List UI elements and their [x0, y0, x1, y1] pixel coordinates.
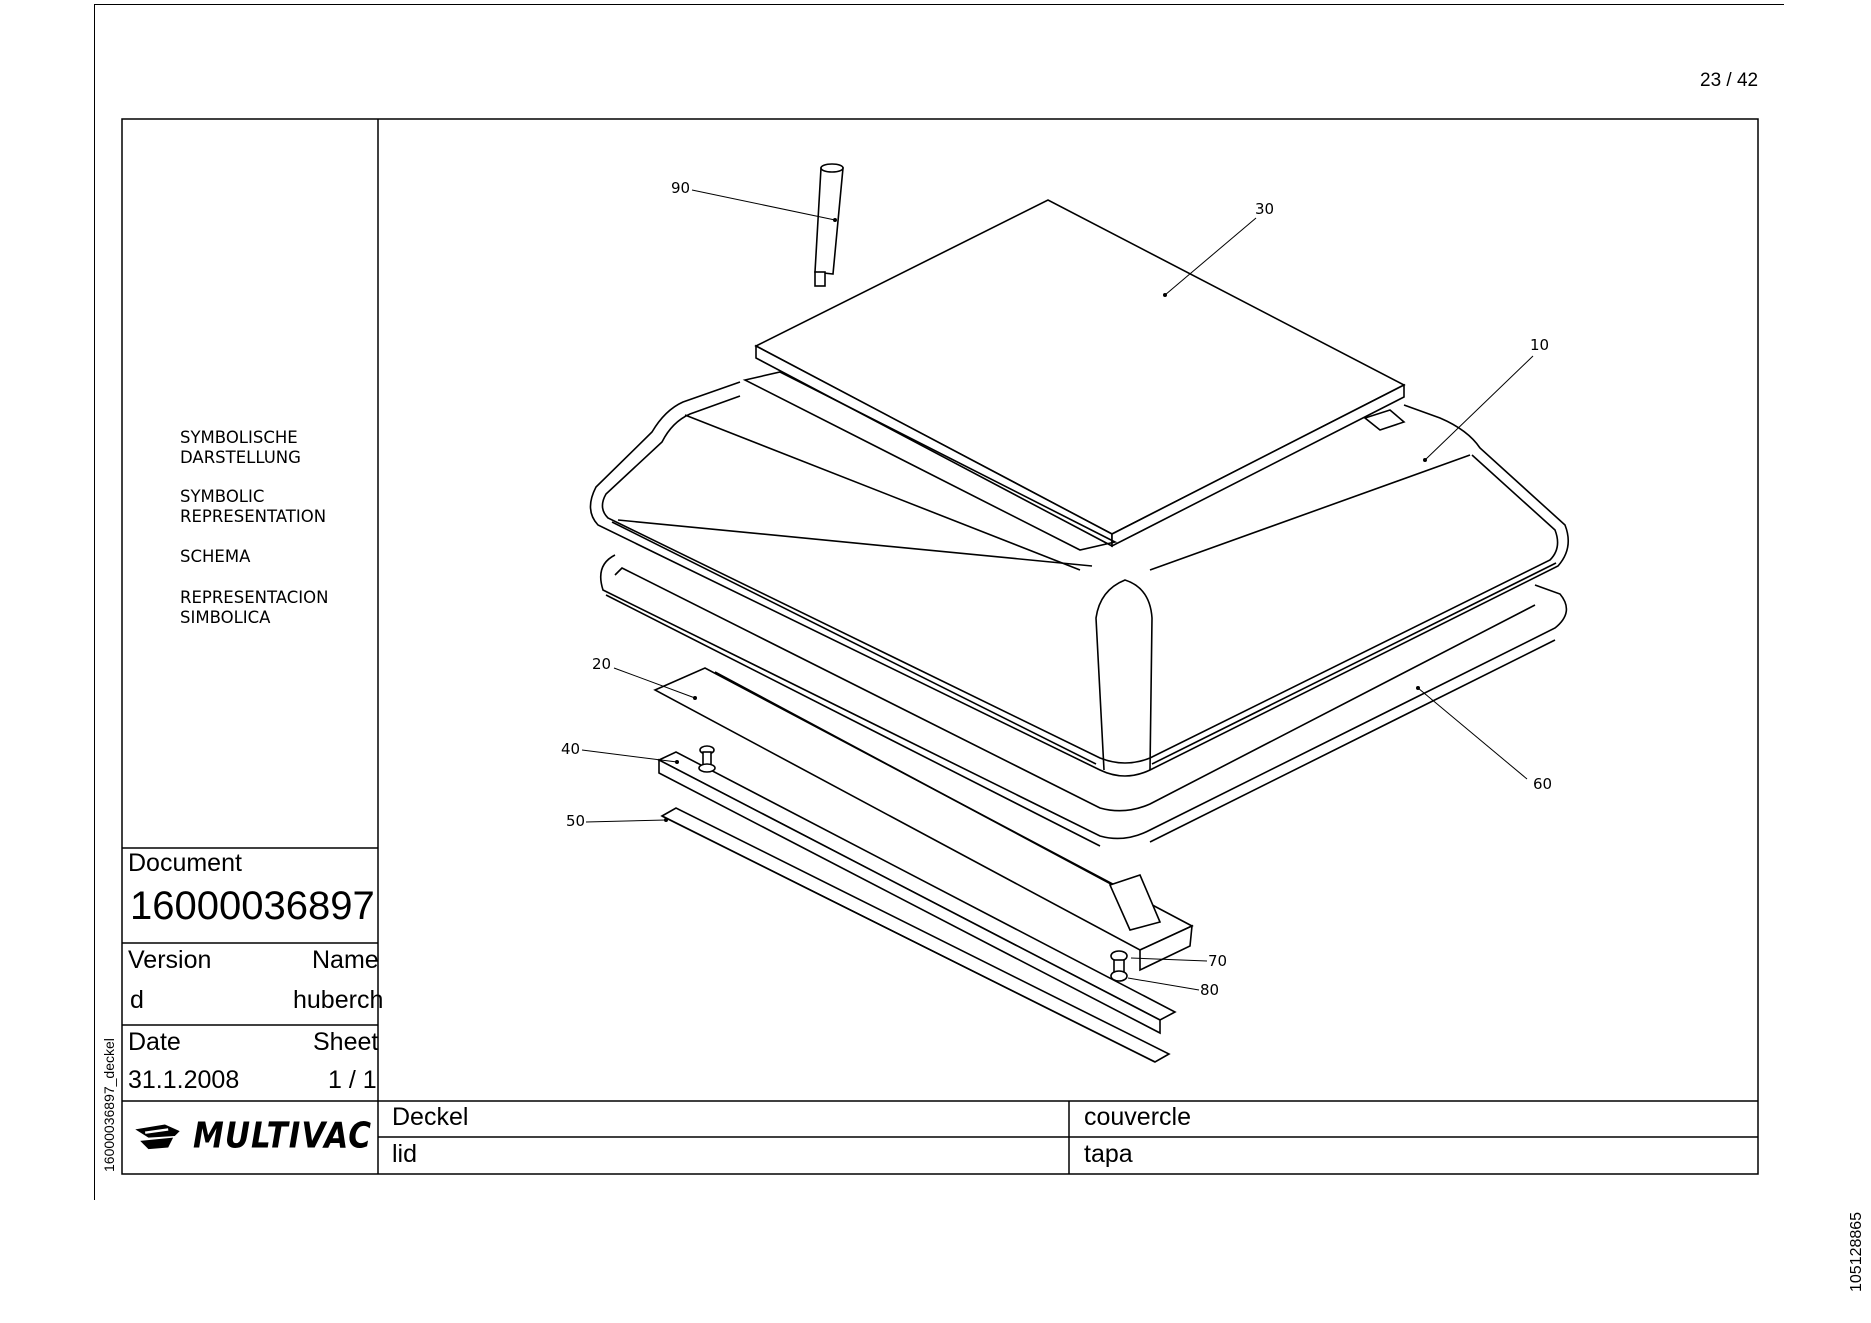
name-label: Name — [312, 946, 379, 974]
callout-10: 10 — [1530, 336, 1550, 354]
part-70-80-fasteners — [1110, 950, 1128, 982]
description-de: Deckel — [392, 1103, 469, 1131]
multivac-logo-icon — [135, 1124, 180, 1150]
document-number: 16000036897 — [130, 884, 375, 928]
sheet-value: 1 / 1 — [328, 1066, 377, 1094]
part-10-lid-body — [589, 371, 1570, 777]
callout-40: 40 — [561, 740, 581, 758]
callout-50: 50 — [566, 812, 586, 830]
callout-70: 70 — [1208, 952, 1228, 970]
callout-80: 80 — [1200, 981, 1220, 999]
description-fr: couvercle — [1084, 1103, 1191, 1131]
leader-lines — [581, 189, 1534, 991]
description-en: lid — [392, 1140, 418, 1168]
part-40-strip — [657, 745, 1177, 1035]
frame-top-line — [94, 4, 1784, 5]
date-label: Date — [128, 1028, 181, 1056]
multivac-logo-text: MULTIVAC — [193, 1115, 372, 1157]
callout-60: 60 — [1533, 775, 1553, 793]
version-value: d — [130, 986, 144, 1014]
symbolic-text-en: SYMBOLIC REPRESENTATION — [180, 487, 327, 526]
side-code: 105128865 — [1848, 1211, 1865, 1292]
document-label: Document — [128, 849, 242, 877]
callout-90: 90 — [671, 179, 691, 197]
callout-30: 30 — [1255, 200, 1275, 218]
description-es: tapa — [1084, 1140, 1133, 1168]
page-number: 23 / 42 — [1700, 70, 1759, 91]
name-value: huberch — [293, 986, 384, 1014]
side-file-label: 16000036897_deckel — [101, 1038, 117, 1172]
version-label: Version — [128, 946, 212, 974]
symbolic-text-fr: SCHEMA — [180, 547, 251, 566]
part-90-pin — [814, 163, 844, 287]
part-20-bar — [653, 667, 1194, 972]
symbolic-text-es: REPRESENTACION SIMBOLICA — [180, 588, 329, 627]
multivac-logo: MULTIVAC — [132, 1114, 372, 1158]
part-30-plate — [754, 199, 1406, 548]
frame-left-line — [94, 4, 95, 1200]
callout-20: 20 — [592, 655, 612, 673]
part-50-gasket — [660, 807, 1171, 1063]
drawing-frame — [121, 118, 1759, 1175]
symbolic-text-de: SYMBOLISCHE DARSTELLUNG — [180, 428, 301, 467]
date-value: 31.1.2008 — [128, 1066, 240, 1094]
part-60-frame — [599, 554, 1568, 847]
sheet-label: Sheet — [313, 1028, 379, 1056]
